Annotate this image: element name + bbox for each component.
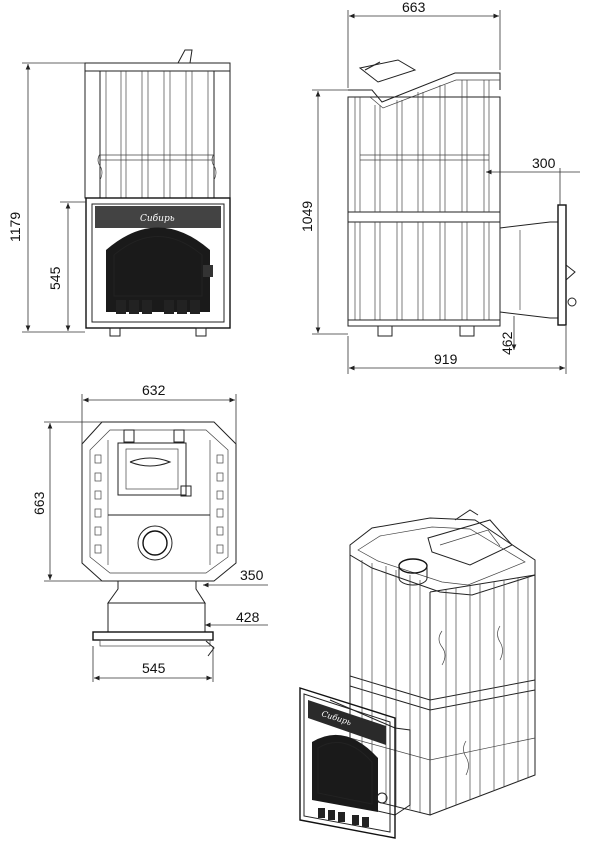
brand-script: Сибирь [140,213,175,224]
dim-door-428: 428 [236,609,260,625]
dim-top-width: 632 [142,382,166,398]
isometric-view: Сибирь [299,509,536,839]
dim-height-door: 545 [47,266,63,290]
dim-height: 1049 [299,201,315,232]
side-view: 663 1049 300 462 919 [299,0,580,374]
dim-door-350: 350 [240,567,264,583]
dim-width-top: 663 [402,0,426,15]
front-view: Сибирь 1179 545 [7,49,231,337]
top-view: 632 663 350 428 545 [31,382,268,682]
dim-length: 919 [434,351,458,367]
dim-door-offset: 300 [532,155,556,171]
dim-door-545: 545 [142,660,166,676]
dim-height-total: 1179 [7,212,23,242]
dim-door-height: 462 [499,331,515,355]
dim-top-depth: 663 [31,491,47,515]
